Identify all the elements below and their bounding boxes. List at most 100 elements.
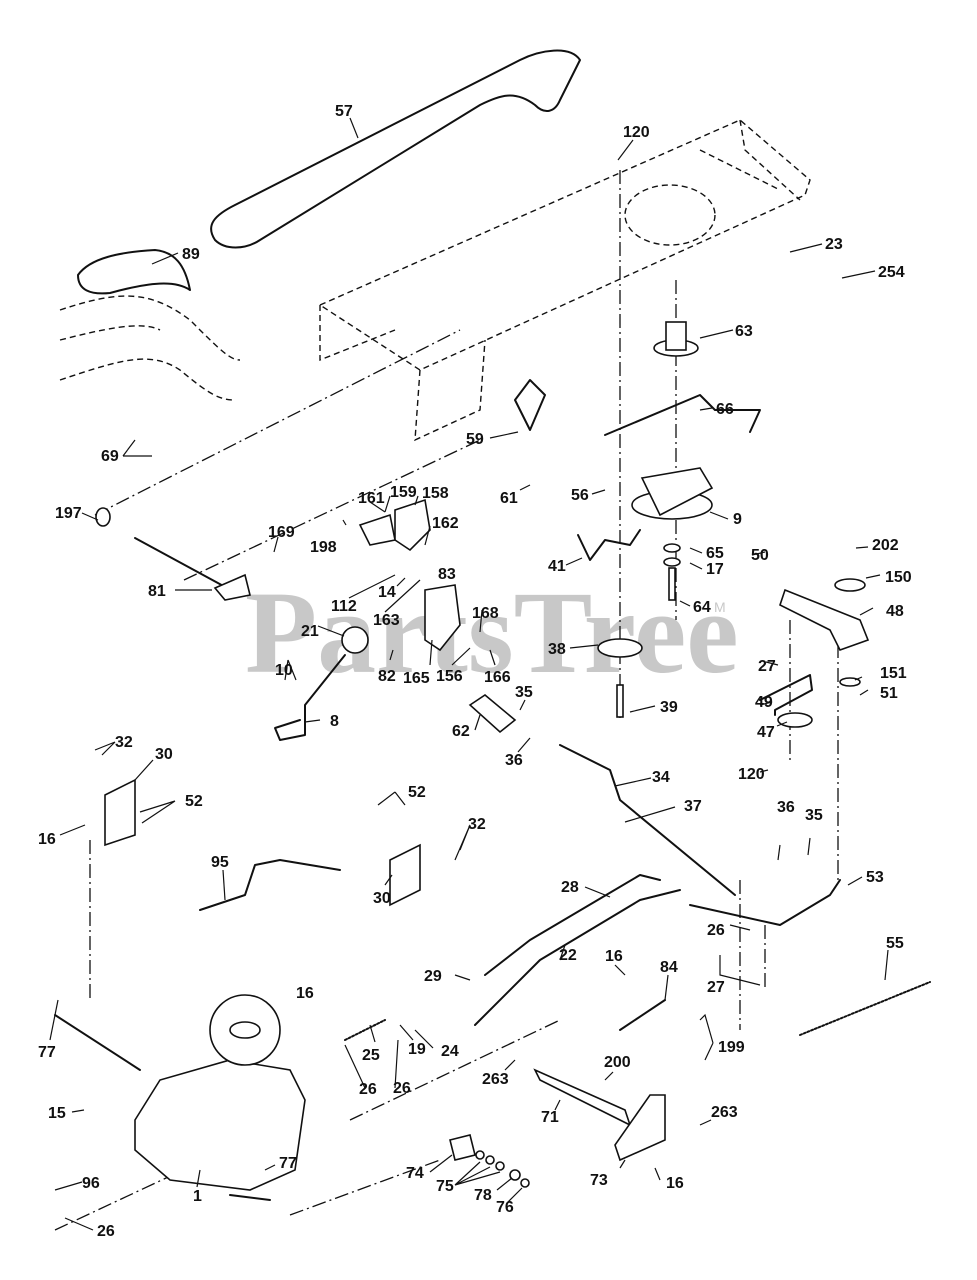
- callout-34[interactable]: 34: [652, 769, 670, 786]
- callout-38[interactable]: 38: [548, 641, 566, 658]
- frame-outline: [318, 119, 811, 442]
- callout-64[interactable]: 64: [693, 599, 711, 616]
- callout-25[interactable]: 25: [362, 1047, 380, 1064]
- callout-8[interactable]: 8: [330, 713, 339, 730]
- callout-74[interactable]: 74: [406, 1165, 424, 1182]
- callout-76[interactable]: 76: [496, 1199, 514, 1216]
- callout-49[interactable]: 49: [755, 694, 773, 711]
- callout-200[interactable]: 200: [604, 1054, 631, 1071]
- callout-56[interactable]: 56: [571, 487, 589, 504]
- callout-26-spring-a[interactable]: 26: [359, 1081, 377, 1098]
- callout-63[interactable]: 63: [735, 323, 753, 340]
- callout-89[interactable]: 89: [182, 246, 200, 263]
- callout-30-mid[interactable]: 30: [373, 890, 391, 907]
- callout-32-left[interactable]: 32: [115, 734, 133, 751]
- callout-29[interactable]: 29: [424, 968, 442, 985]
- callout-16-mid[interactable]: 16: [605, 948, 623, 965]
- callout-197[interactable]: 197: [55, 505, 82, 522]
- callout-83[interactable]: 83: [438, 566, 456, 583]
- callout-199[interactable]: 199: [718, 1039, 745, 1056]
- callout-24[interactable]: 24: [441, 1043, 459, 1060]
- callout-9[interactable]: 9: [733, 511, 742, 528]
- callout-37[interactable]: 37: [684, 798, 702, 815]
- callout-73[interactable]: 73: [590, 1172, 608, 1189]
- callout-15[interactable]: 15: [48, 1105, 66, 1122]
- callout-61[interactable]: 61: [500, 490, 518, 507]
- callout-17[interactable]: 17: [706, 561, 724, 578]
- callout-263-lower[interactable]: 263: [711, 1104, 738, 1121]
- callout-53[interactable]: 53: [866, 869, 884, 886]
- drive-belt: [210, 49, 581, 249]
- callout-52-left[interactable]: 52: [185, 793, 203, 810]
- callout-112[interactable]: 112: [331, 598, 357, 615]
- callout-166[interactable]: 166: [484, 669, 511, 686]
- callout-59[interactable]: 59: [466, 431, 484, 448]
- callout-198[interactable]: 198: [310, 539, 337, 556]
- callout-161[interactable]: 161: [358, 490, 385, 507]
- callout-26-bottom[interactable]: 26: [97, 1223, 115, 1240]
- callout-165[interactable]: 165: [403, 670, 430, 687]
- callout-47[interactable]: 47: [757, 724, 775, 741]
- callout-57[interactable]: 57: [335, 103, 353, 120]
- callout-84[interactable]: 84: [660, 959, 678, 976]
- callout-28[interactable]: 28: [561, 879, 579, 896]
- callout-1[interactable]: 1: [193, 1188, 202, 1205]
- callout-10[interactable]: 10: [275, 662, 293, 679]
- callout-26-spring-b[interactable]: 26: [393, 1080, 411, 1097]
- callout-55[interactable]: 55: [886, 935, 904, 952]
- callout-30-left[interactable]: 30: [155, 746, 173, 763]
- callout-263-upper[interactable]: 263: [482, 1071, 509, 1088]
- callout-51[interactable]: 51: [880, 685, 898, 702]
- callout-21[interactable]: 21: [301, 623, 319, 640]
- callout-162[interactable]: 162: [432, 515, 459, 532]
- callout-82[interactable]: 82: [378, 668, 396, 685]
- callout-35-upper[interactable]: 35: [515, 684, 533, 701]
- callout-163[interactable]: 163: [373, 612, 400, 629]
- callout-169[interactable]: 169: [268, 524, 295, 541]
- callout-168[interactable]: 168: [472, 605, 499, 622]
- spring: [799, 981, 931, 1036]
- callout-150[interactable]: 150: [885, 569, 912, 586]
- callout-81[interactable]: 81: [148, 583, 166, 600]
- callout-77-right[interactable]: 77: [279, 1155, 297, 1172]
- callout-151[interactable]: 151: [880, 665, 907, 682]
- callout-96[interactable]: 96: [82, 1175, 100, 1192]
- callout-14[interactable]: 14: [378, 584, 396, 601]
- callout-27-lower[interactable]: 27: [707, 979, 725, 996]
- callout-62[interactable]: 62: [452, 723, 470, 740]
- callout-22[interactable]: 22: [559, 947, 577, 964]
- callout-23[interactable]: 23: [825, 236, 843, 253]
- callout-254[interactable]: 254: [878, 264, 905, 281]
- callout-50[interactable]: 50: [751, 547, 769, 564]
- callout-202[interactable]: 202: [872, 537, 899, 554]
- callout-16-left[interactable]: 16: [38, 831, 56, 848]
- callout-65[interactable]: 65: [706, 545, 724, 562]
- callout-16-transaxle[interactable]: 16: [296, 985, 314, 1002]
- callout-35-lower[interactable]: 35: [805, 807, 823, 824]
- callout-32-mid[interactable]: 32: [468, 816, 486, 833]
- callout-69[interactable]: 69: [101, 448, 119, 465]
- callout-158[interactable]: 158: [422, 485, 449, 502]
- callout-120-lower[interactable]: 120: [738, 766, 765, 783]
- transaxle: [134, 1059, 306, 1191]
- callout-95[interactable]: 95: [211, 854, 229, 871]
- callout-36-upper[interactable]: 36: [505, 752, 523, 769]
- callout-159[interactable]: 159: [390, 484, 417, 501]
- callout-39[interactable]: 39: [660, 699, 678, 716]
- leader-lines: [49, 117, 889, 1231]
- callout-66[interactable]: 66: [716, 401, 734, 418]
- callout-27-upper[interactable]: 27: [758, 658, 776, 675]
- callout-75[interactable]: 75: [436, 1178, 454, 1195]
- callout-52-mid[interactable]: 52: [408, 784, 426, 801]
- callout-78[interactable]: 78: [474, 1187, 492, 1204]
- callout-41[interactable]: 41: [548, 558, 566, 575]
- callout-16-lower[interactable]: 16: [666, 1175, 684, 1192]
- callout-19[interactable]: 19: [408, 1041, 426, 1058]
- callout-48[interactable]: 48: [886, 603, 904, 620]
- callout-156[interactable]: 156: [436, 668, 463, 685]
- callout-71[interactable]: 71: [541, 1109, 559, 1126]
- callout-26-right[interactable]: 26: [707, 922, 725, 939]
- callout-36-lower[interactable]: 36: [777, 799, 795, 816]
- callout-120[interactable]: 120: [623, 124, 650, 141]
- callout-77-left[interactable]: 77: [38, 1044, 56, 1061]
